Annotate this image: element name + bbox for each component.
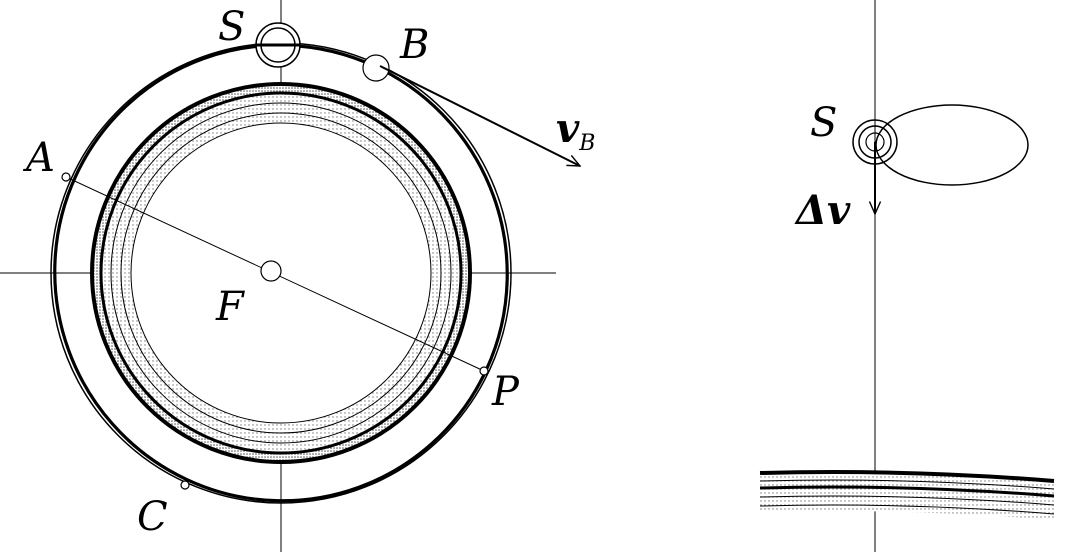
label-b: B <box>399 22 429 68</box>
point-p <box>479 366 489 376</box>
label-vb: vB <box>556 105 595 156</box>
left-panel: S B vB A F P C <box>0 0 595 552</box>
label-c: C <box>137 494 168 540</box>
point-a <box>61 172 71 182</box>
transfer-orbit <box>53 43 509 503</box>
velocity-vector-vb <box>379 65 580 167</box>
label-p: P <box>491 369 520 415</box>
focus-point-f <box>260 260 282 282</box>
label-delta-v: Δv <box>794 187 851 234</box>
spacecraft-s-left <box>255 22 301 68</box>
planet-surface-segment <box>759 470 1055 520</box>
label-s-right: S <box>810 100 837 146</box>
point-c <box>180 480 190 490</box>
body-b <box>362 54 390 82</box>
right-panel: S Δv <box>759 0 1055 552</box>
label-f: F <box>215 284 245 330</box>
small-orbit-ellipse <box>875 104 1029 186</box>
label-a: A <box>22 135 55 181</box>
label-s-left: S <box>218 4 245 50</box>
